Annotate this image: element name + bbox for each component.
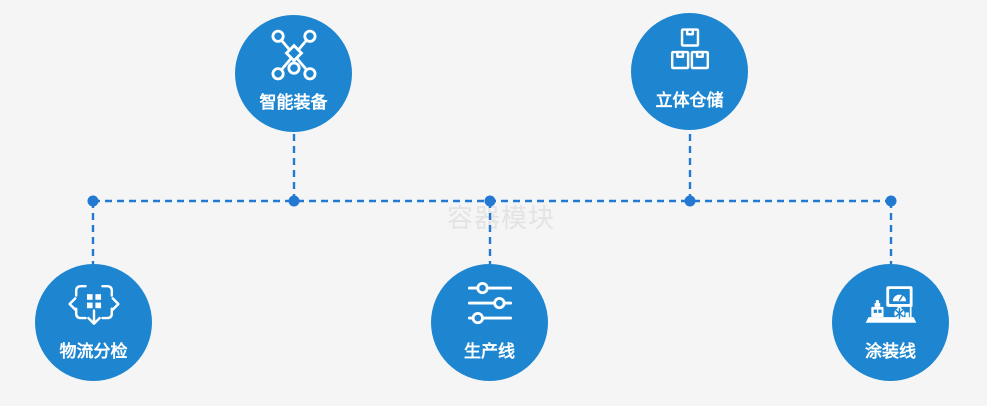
junction-dot [684,195,696,207]
machine-monitor-icon [861,274,921,334]
node-smart-equipment: 智能装备 [235,15,352,132]
sliders-icon [460,274,520,334]
stacked-boxes-icon [660,23,720,83]
node-label: 涂装线 [865,342,916,361]
watermark-text: 容器模块 [446,203,555,233]
node-warehouse: 立体仓储 [631,13,748,130]
junction-dot [484,195,496,207]
node-label: 生产线 [464,342,515,361]
node-label: 立体仓储 [655,91,724,110]
node-label: 物流分检 [59,342,128,361]
junction-dot [885,195,897,207]
junction-dot [288,195,300,207]
distribute-arrows-icon [64,274,124,334]
node-label: 智能装备 [259,93,328,112]
network-nodes-icon [264,25,324,85]
node-coating-line: 涂装线 [832,264,949,381]
node-logistics-sorting: 物流分检 [35,264,152,381]
junction-dot [87,195,99,207]
node-production-line: 生产线 [431,264,548,381]
